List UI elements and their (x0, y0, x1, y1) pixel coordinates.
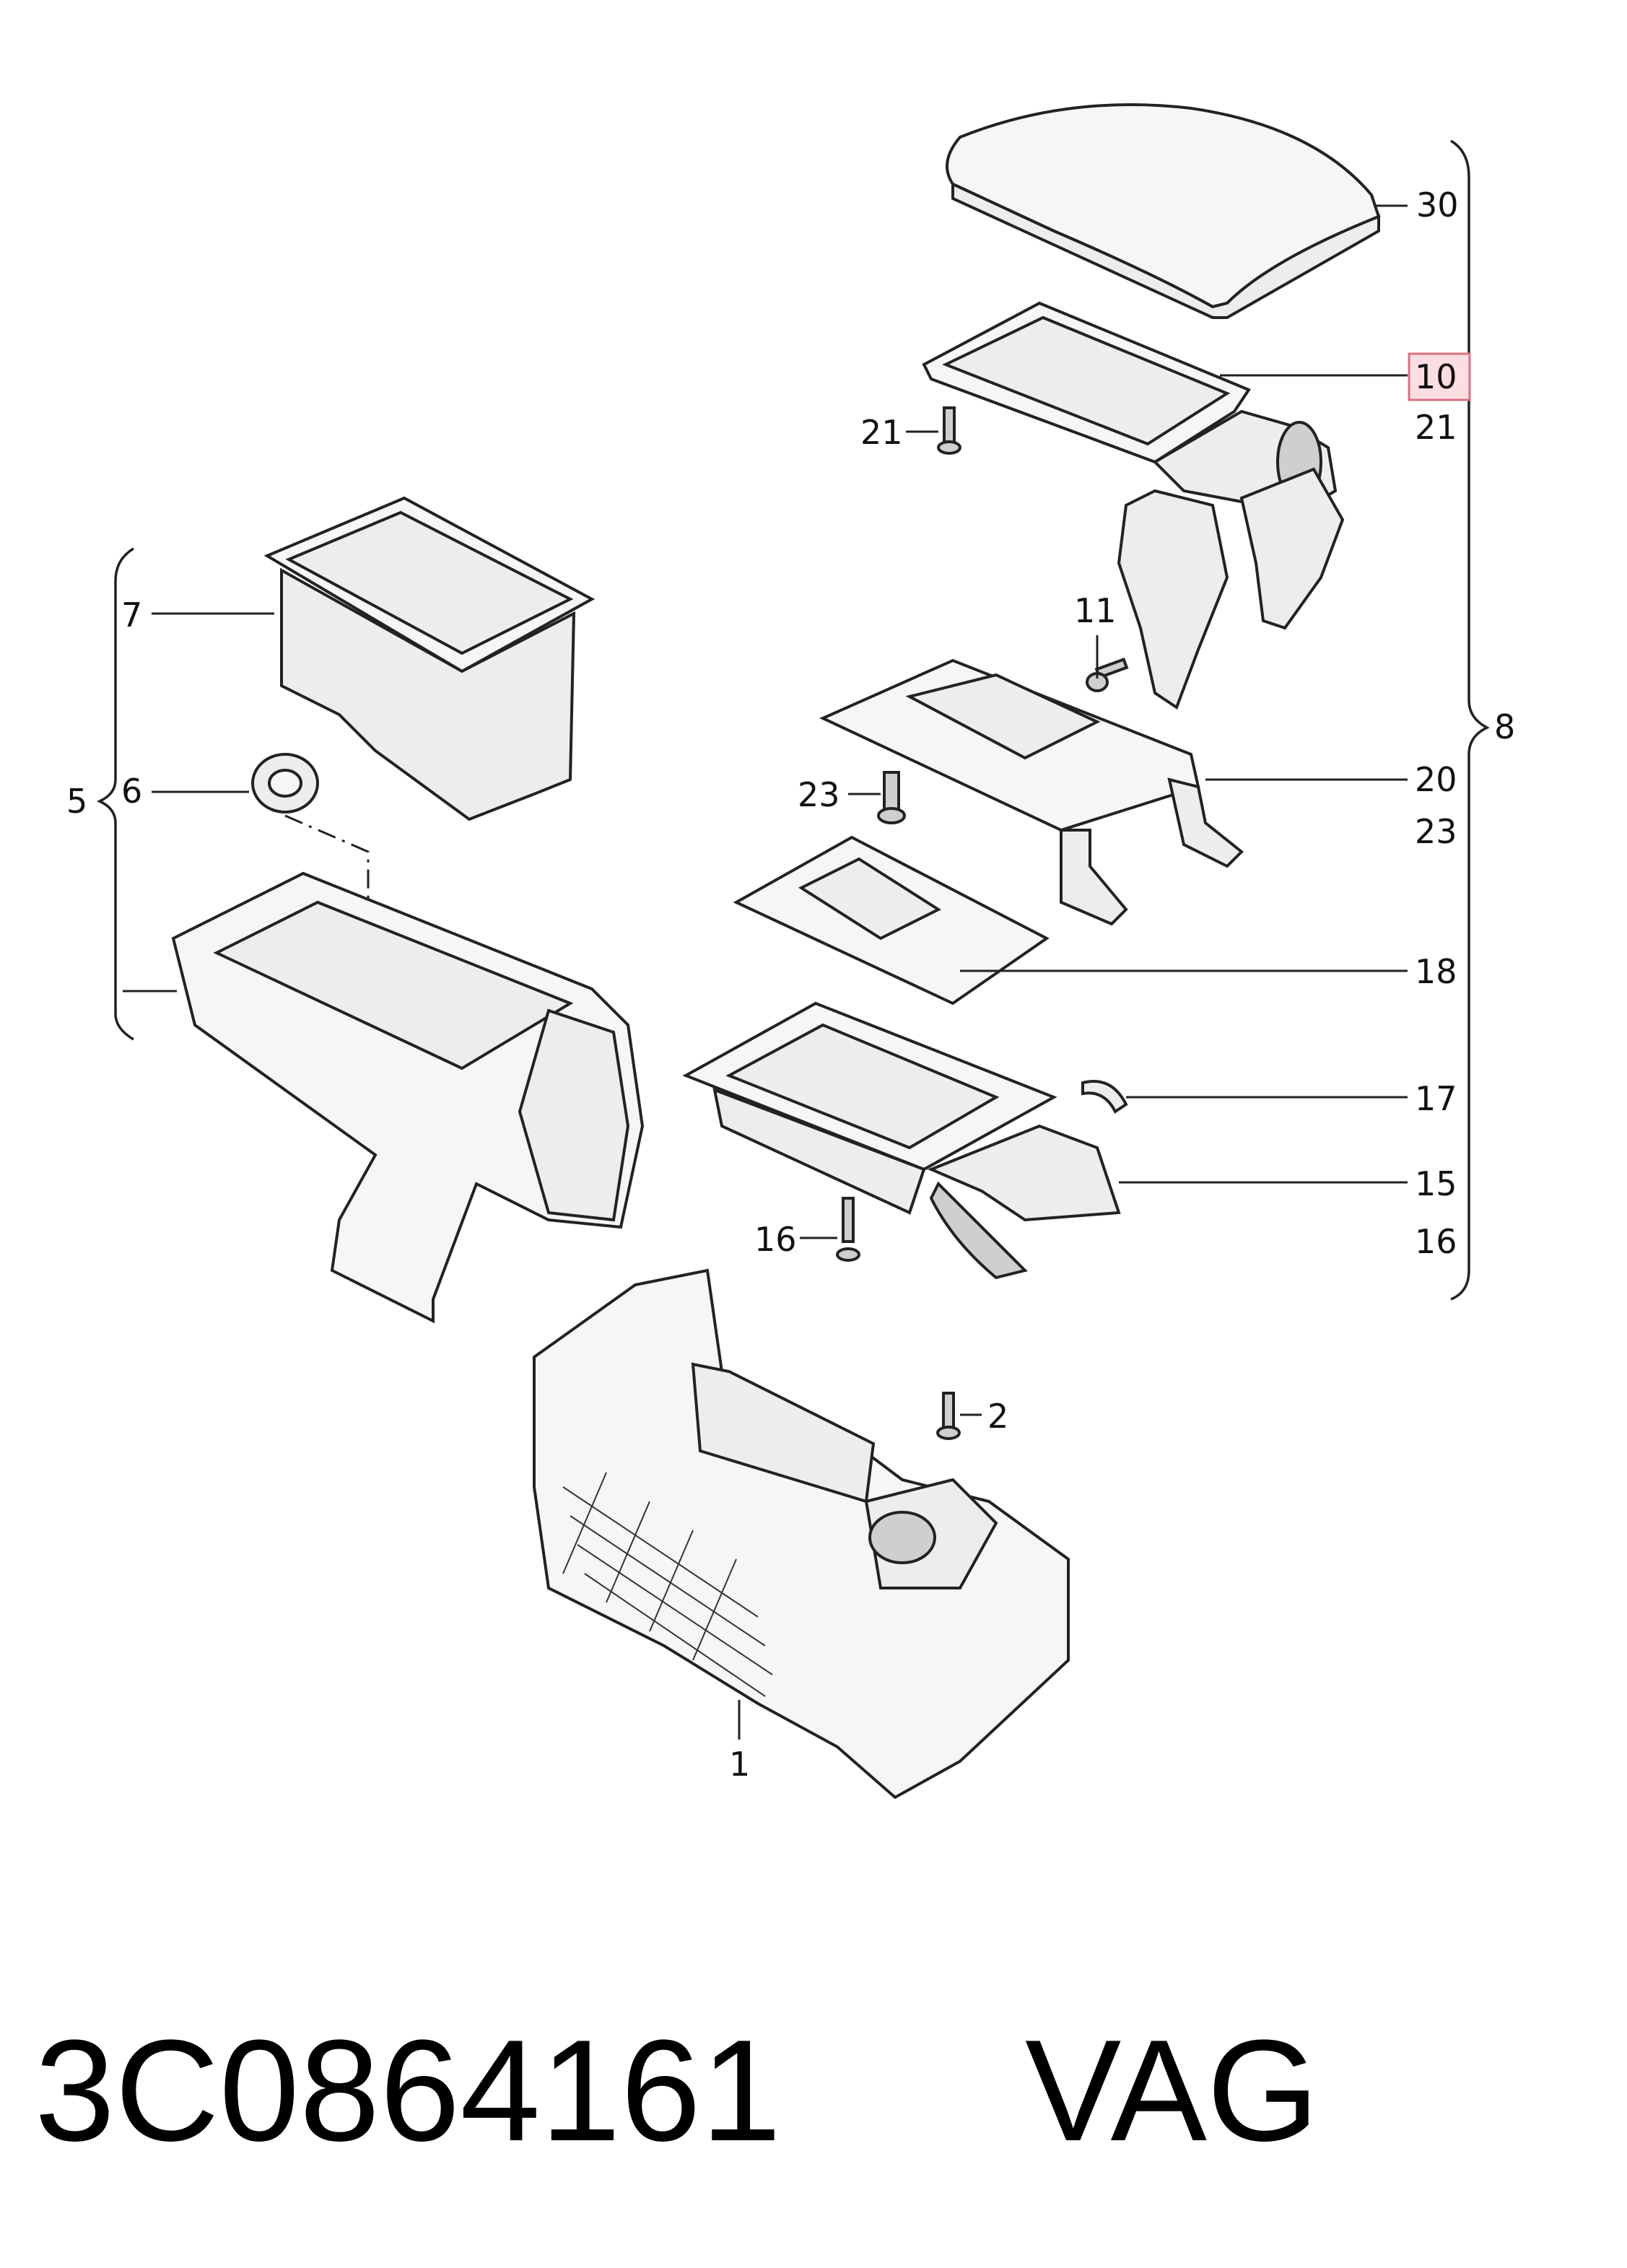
callout-16-left: 16 (754, 1220, 797, 1259)
callout-7: 7 (121, 596, 142, 634)
callout-21-left: 21 (860, 413, 903, 452)
part-20-mount-bracket (819, 658, 1244, 926)
screw-11 (1086, 657, 1129, 692)
callout-17: 17 (1415, 1079, 1457, 1118)
part-10-armrest-frame (922, 301, 1345, 710)
screw-21 (937, 406, 961, 455)
callout-30: 30 (1416, 186, 1459, 224)
part-15-tray (682, 1001, 1121, 1280)
screw-2 (936, 1392, 961, 1440)
part-18-panel-plate (733, 835, 1050, 1006)
part-5-rear-trim (171, 871, 645, 1324)
part-30-armrest-lid (946, 103, 1381, 319)
callout-8: 8 (1494, 707, 1515, 746)
callout-20: 20 (1415, 760, 1457, 799)
callout-23-right: 23 (1415, 812, 1457, 851)
callout-6: 6 (121, 772, 142, 811)
callout-2: 2 (987, 1397, 1008, 1436)
callout-15: 15 (1415, 1164, 1457, 1203)
brand-name: VAG (1025, 2010, 1320, 2171)
part-number: 3C0864161 (35, 2010, 781, 2171)
callout-16-right: 16 (1415, 1222, 1457, 1261)
screw-23 (877, 771, 906, 824)
callout-10: 10 (1415, 357, 1457, 396)
callout-23-left: 23 (798, 775, 840, 814)
callout-18: 18 (1415, 952, 1457, 991)
leader-lines (123, 204, 1408, 1740)
screw-16 (836, 1197, 860, 1262)
bracket-8 (1450, 139, 1490, 1301)
part-7-storage-box (263, 496, 596, 821)
clip-17 (1081, 1080, 1128, 1114)
callout-1: 1 (729, 1745, 750, 1784)
callout-11: 11 (1074, 591, 1117, 630)
bracket-5 (96, 547, 134, 1041)
callout-5: 5 (66, 782, 87, 821)
highlight-box (1408, 352, 1471, 401)
part-1-console-base (533, 1268, 1070, 1800)
part-6-round-cover (251, 753, 319, 814)
callout-21-right: 21 (1415, 408, 1457, 447)
